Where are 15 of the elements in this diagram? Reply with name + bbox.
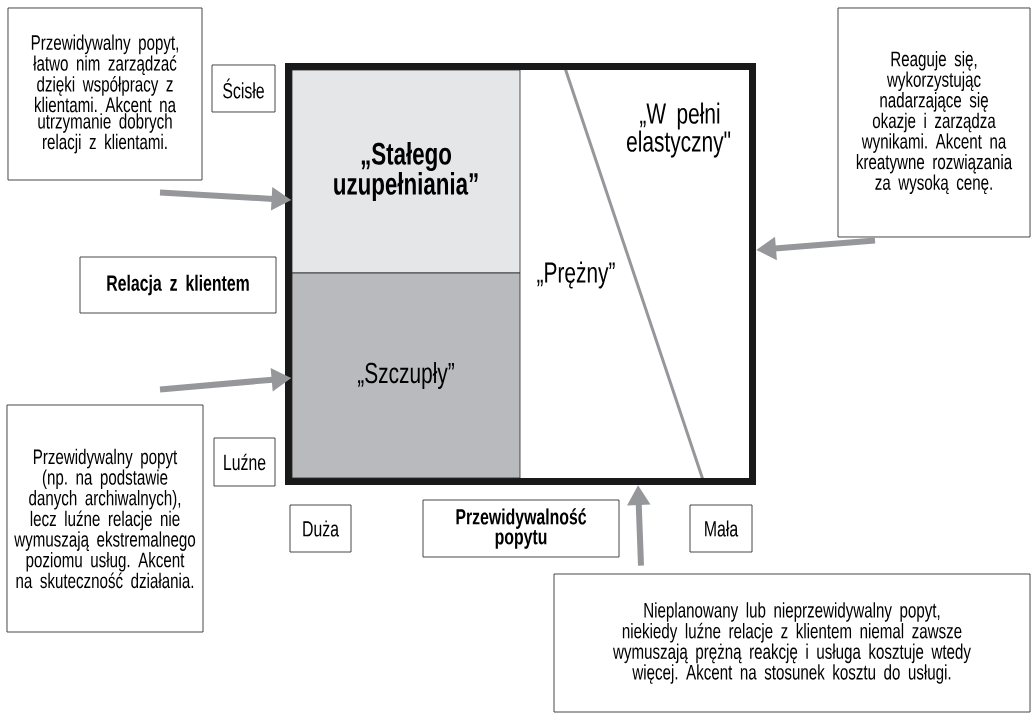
- axis-label-box: Ścisłe: [211, 64, 276, 113]
- callout-box: Przewidywalny popyt, łatwo nim zarządzać dzięki współpracy z klientami. Akcent na utrzymanie dobrych relacji z klientami.: [7, 7, 203, 181]
- callout-box: Nieplanowany lub nieprzewidywalny popyt, niekiedy luźne relacje z klientem niemal zawsze wymuszają prężną reakcję i usługa kosztuje wtedy więcej. Akcent na stosunek kosztu do usługi.: [553, 573, 1031, 713]
- quadrant-cell: „Stałego uzupełniania”: [291, 69, 521, 274]
- quadrant-label: „W pełni elastyczny": [627, 102, 731, 158]
- axis-title-box: Przewidywalność popytu: [422, 499, 620, 558]
- matrix-frame: [285, 63, 756, 485]
- quadrant-label: „Prężny”: [537, 261, 615, 289]
- callout-box: Przewidywalny popyt (np. na podstawie danych archiwalnych), lecz luźne relacje nie wymuszają ekstremalnego poziomu usług. Akcent na skuteczność działania.: [6, 404, 204, 633]
- axis-title-box: Relacja z klientem: [79, 256, 277, 314]
- axis-label-box: Duża: [289, 504, 352, 553]
- quadrant-cell: „Szczupły”: [291, 272, 521, 479]
- axis-label-box: Mała: [689, 504, 753, 553]
- axis-label-box: Luźne: [213, 437, 276, 487]
- callout-box: Reaguje się, wykorzystując nadarzające się okazje i zarządza wynikami. Akcent na kreatywne rozwiązania za wysoką cenę.: [837, 7, 1031, 238]
